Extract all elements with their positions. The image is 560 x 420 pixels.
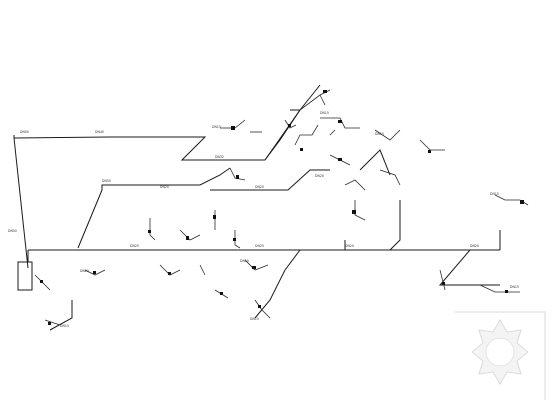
valve-icon [93, 271, 96, 274]
pipe-label: DN20 [255, 185, 264, 189]
pipe-label: DN20 [470, 244, 479, 248]
valve-icon [40, 280, 43, 283]
pipe-label: DN20 [160, 185, 169, 189]
valve-icon [231, 126, 235, 130]
valve-icon [168, 272, 171, 275]
pipe-label: DN25 [255, 244, 264, 248]
valve-icon [428, 150, 431, 153]
watermark-logo [455, 311, 546, 400]
pipe-labels: DN50 DN50 DN50 DN40 DN32 DN25 DN25 DN20 … [8, 111, 519, 328]
pipe-label: DN20 [80, 269, 89, 273]
valve-icon [233, 238, 236, 241]
valve-icon [48, 322, 51, 325]
pipe-label: DN20 [240, 259, 249, 263]
valve-icon [258, 305, 261, 308]
pipe-label: DN20 [345, 244, 354, 248]
pipe-label: DN50 [8, 229, 17, 233]
pipe-label: DN15 [212, 125, 221, 129]
pipe-label: DN25 [130, 244, 139, 248]
branch-group-low [34, 259, 520, 326]
pipe-label: DN40 [95, 130, 104, 134]
pipe-label: DN15 [250, 317, 259, 321]
pipe-label: DN15 [60, 324, 69, 328]
valve-icon [338, 120, 342, 123]
pipe-label: DN50 [102, 179, 111, 183]
valve-icon [338, 158, 342, 161]
valve-icon [352, 210, 356, 214]
branch-group-mid [148, 154, 529, 249]
valve-icon [213, 215, 216, 219]
valve-icon [300, 148, 303, 151]
valve-icon [236, 175, 239, 179]
valve-icon [220, 292, 223, 295]
branch-group-top [220, 89, 445, 153]
valve-icon [323, 90, 327, 93]
valve-icon [442, 282, 445, 285]
main-pipe-network [13, 84, 501, 331]
valve-icon [288, 124, 291, 127]
pipe-label: DN20 [315, 174, 324, 178]
valve-icon [252, 266, 256, 269]
pipe-label: DN15 [510, 285, 519, 289]
pipe-label: DN50 [20, 130, 29, 134]
pipe-label: DN15 [375, 132, 384, 136]
valve-icon [505, 290, 508, 293]
valve-icon [186, 236, 189, 240]
valve-icon [148, 230, 151, 233]
pipe-label: DN15 [490, 192, 499, 196]
pipe-label: DN32 [215, 155, 224, 159]
pipe-label: DN15 [320, 111, 329, 115]
valve-icon [520, 200, 524, 204]
